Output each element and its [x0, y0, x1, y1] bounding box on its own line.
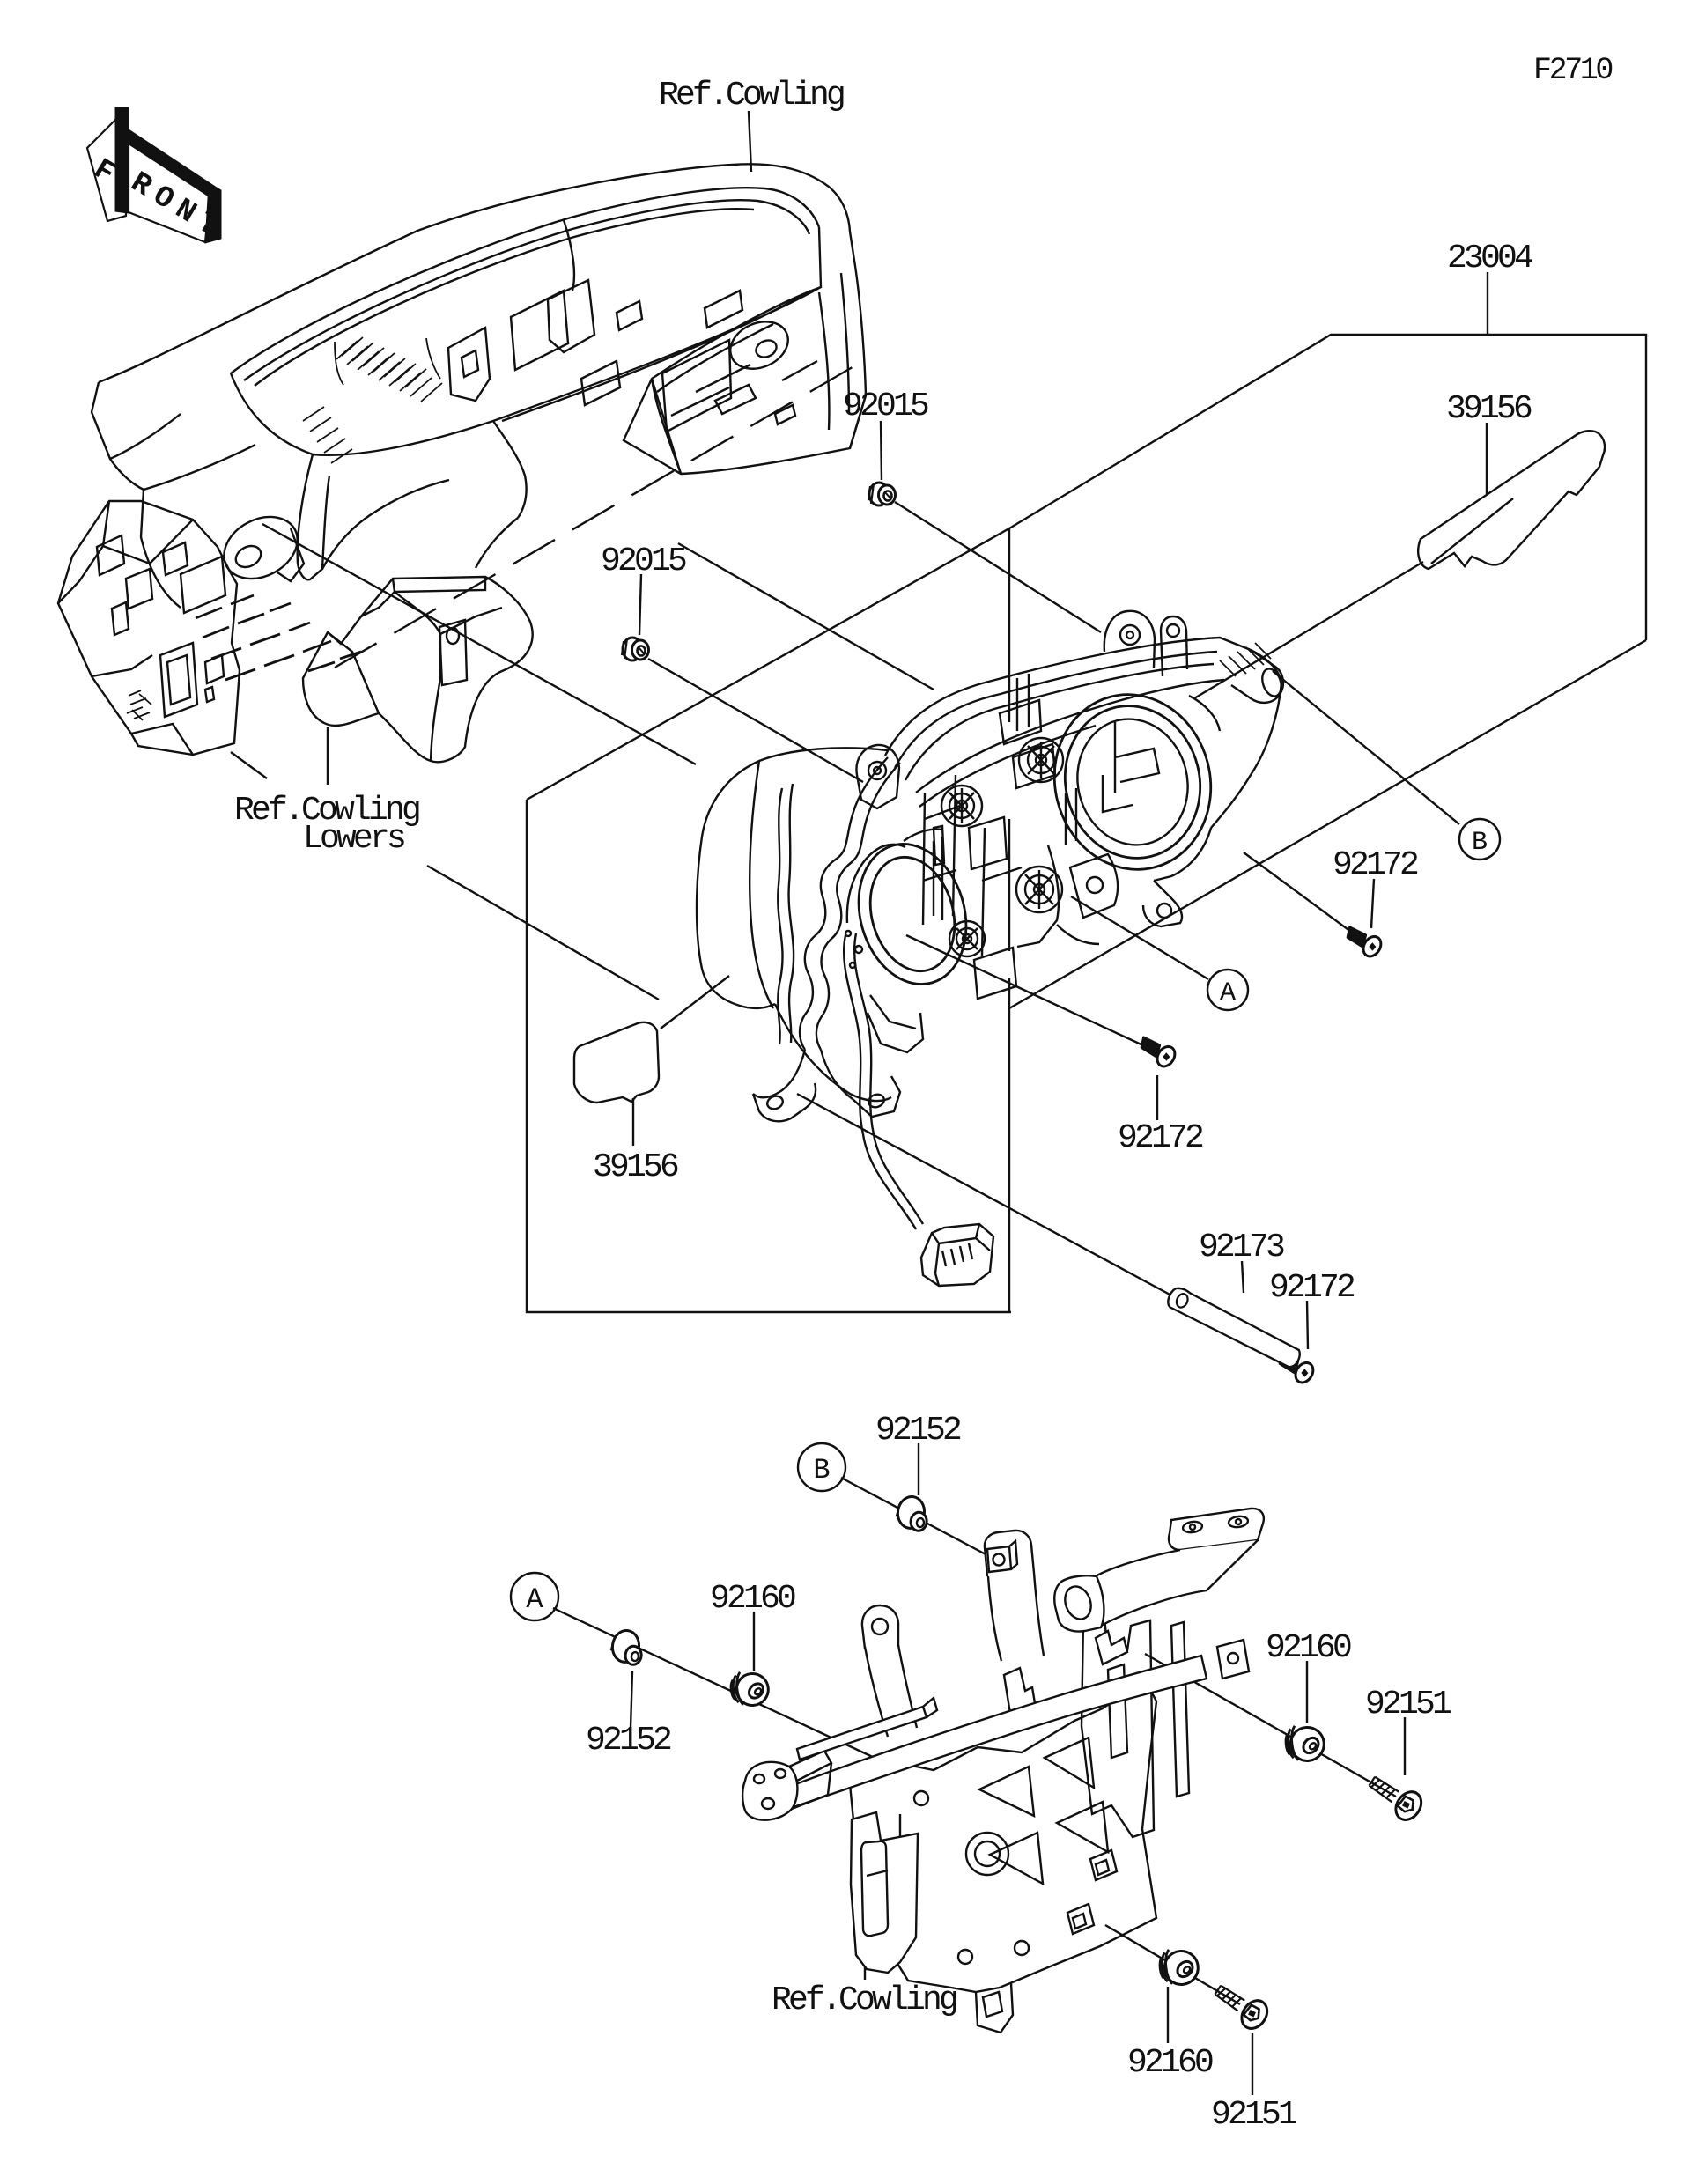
svg-text:92160: 92160 — [1127, 2044, 1213, 2082]
svg-text:Ref.Cowling: Ref.Cowling — [234, 792, 419, 830]
svg-text:A: A — [1220, 978, 1236, 1008]
svg-text:39156: 39156 — [1446, 390, 1532, 428]
svg-text:92152: 92152 — [875, 1412, 961, 1450]
svg-text:39156: 39156 — [593, 1148, 678, 1186]
svg-text:A: A — [526, 1583, 543, 1616]
svg-text:Lowers: Lowers — [303, 820, 404, 858]
svg-text:F2710: F2710 — [1533, 53, 1612, 88]
svg-text:B: B — [813, 1454, 830, 1487]
svg-text:92015: 92015 — [601, 542, 686, 580]
svg-text:92172: 92172 — [1269, 1269, 1355, 1307]
svg-text:92172: 92172 — [1333, 846, 1418, 884]
svg-text:92160: 92160 — [1266, 1629, 1351, 1667]
svg-text:B: B — [1472, 828, 1488, 858]
svg-text:92160: 92160 — [710, 1580, 795, 1618]
svg-text:92151: 92151 — [1211, 2096, 1296, 2134]
svg-text:92172: 92172 — [1118, 1119, 1203, 1157]
svg-text:Ref.Cowling: Ref.Cowling — [659, 77, 844, 114]
svg-text:92015: 92015 — [843, 387, 928, 425]
svg-text:92152: 92152 — [586, 1722, 671, 1760]
svg-text:Ref.Cowling: Ref.Cowling — [772, 1981, 956, 2019]
svg-text:23004: 23004 — [1447, 240, 1532, 277]
svg-text:92151: 92151 — [1365, 1686, 1451, 1723]
svg-text:92173: 92173 — [1199, 1228, 1284, 1266]
